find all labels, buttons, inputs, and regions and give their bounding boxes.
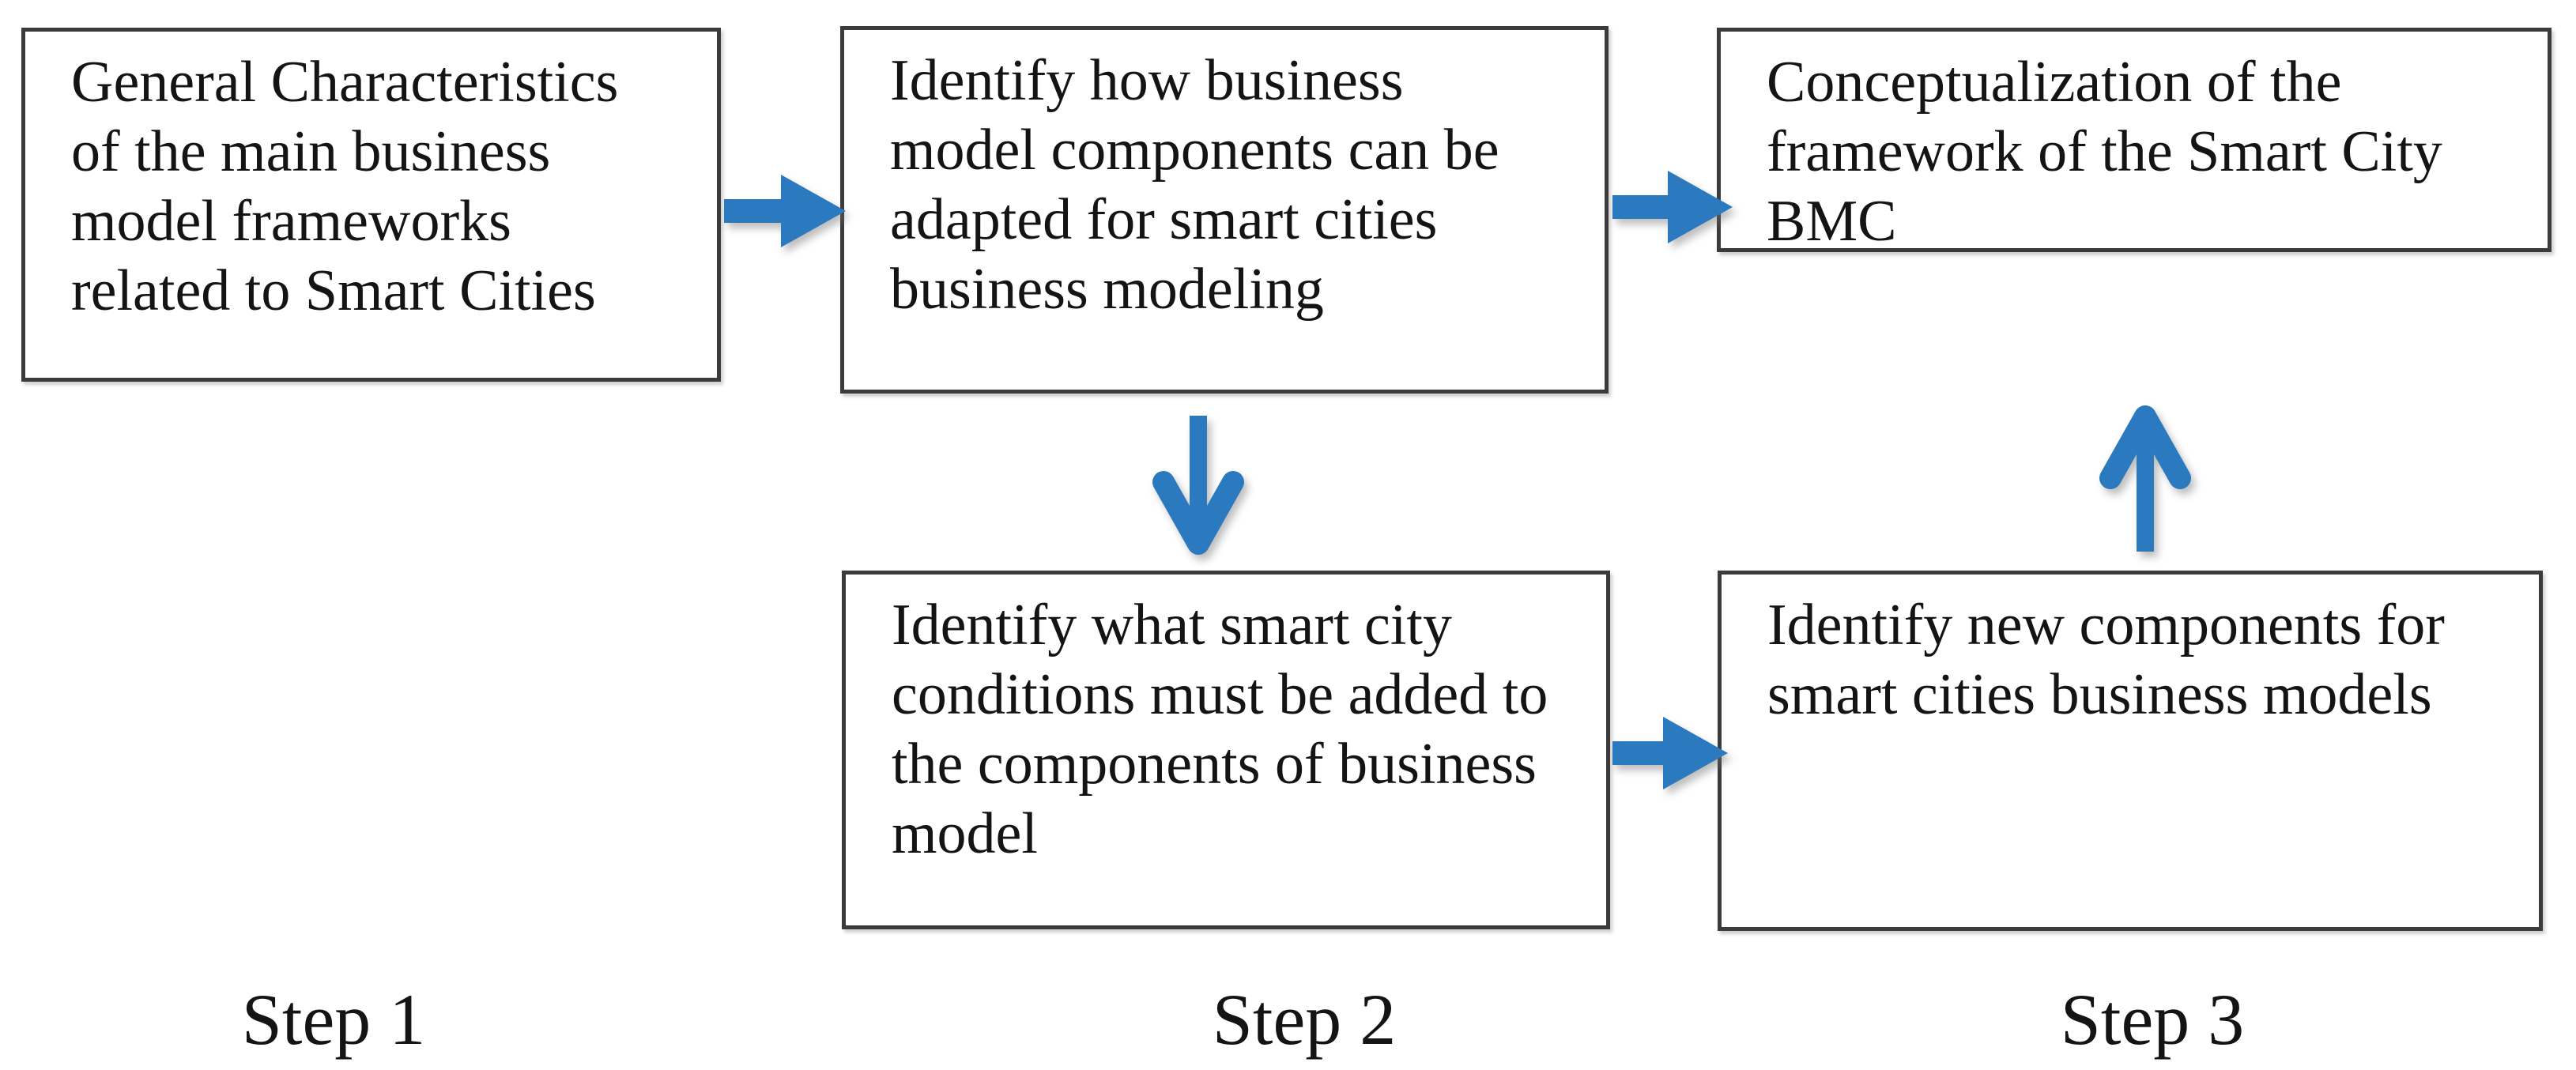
arrow-up-icon-box5-to-box3 [2099, 405, 2191, 552]
flow-box-identify-new-components: Identify new components for smart cities… [1718, 571, 2543, 931]
arrow-right-icon-box2-to-box3 [1612, 171, 1733, 243]
arrow-down-icon-box2-to-box4 [1152, 416, 1244, 555]
arrow-right-icon-box4-to-box5 [1612, 717, 1728, 789]
flow-box-conceptualization-framework: Conceptualization of the framework of th… [1717, 28, 2551, 254]
flow-box-general-characteristics: General Characteristics of the main busi… [21, 28, 721, 382]
step-label-2: Step 2 [1212, 979, 1397, 1060]
step-label-1: Step 1 [241, 979, 426, 1060]
step-label-3: Step 3 [2060, 979, 2245, 1060]
flow-box-identify-how-components-adapted: Identify how business model components c… [840, 26, 1609, 394]
arrow-right-icon-box1-to-box2 [724, 175, 846, 247]
flow-box-identify-smart-city-conditions: Identify what smart city conditions must… [842, 571, 1610, 929]
